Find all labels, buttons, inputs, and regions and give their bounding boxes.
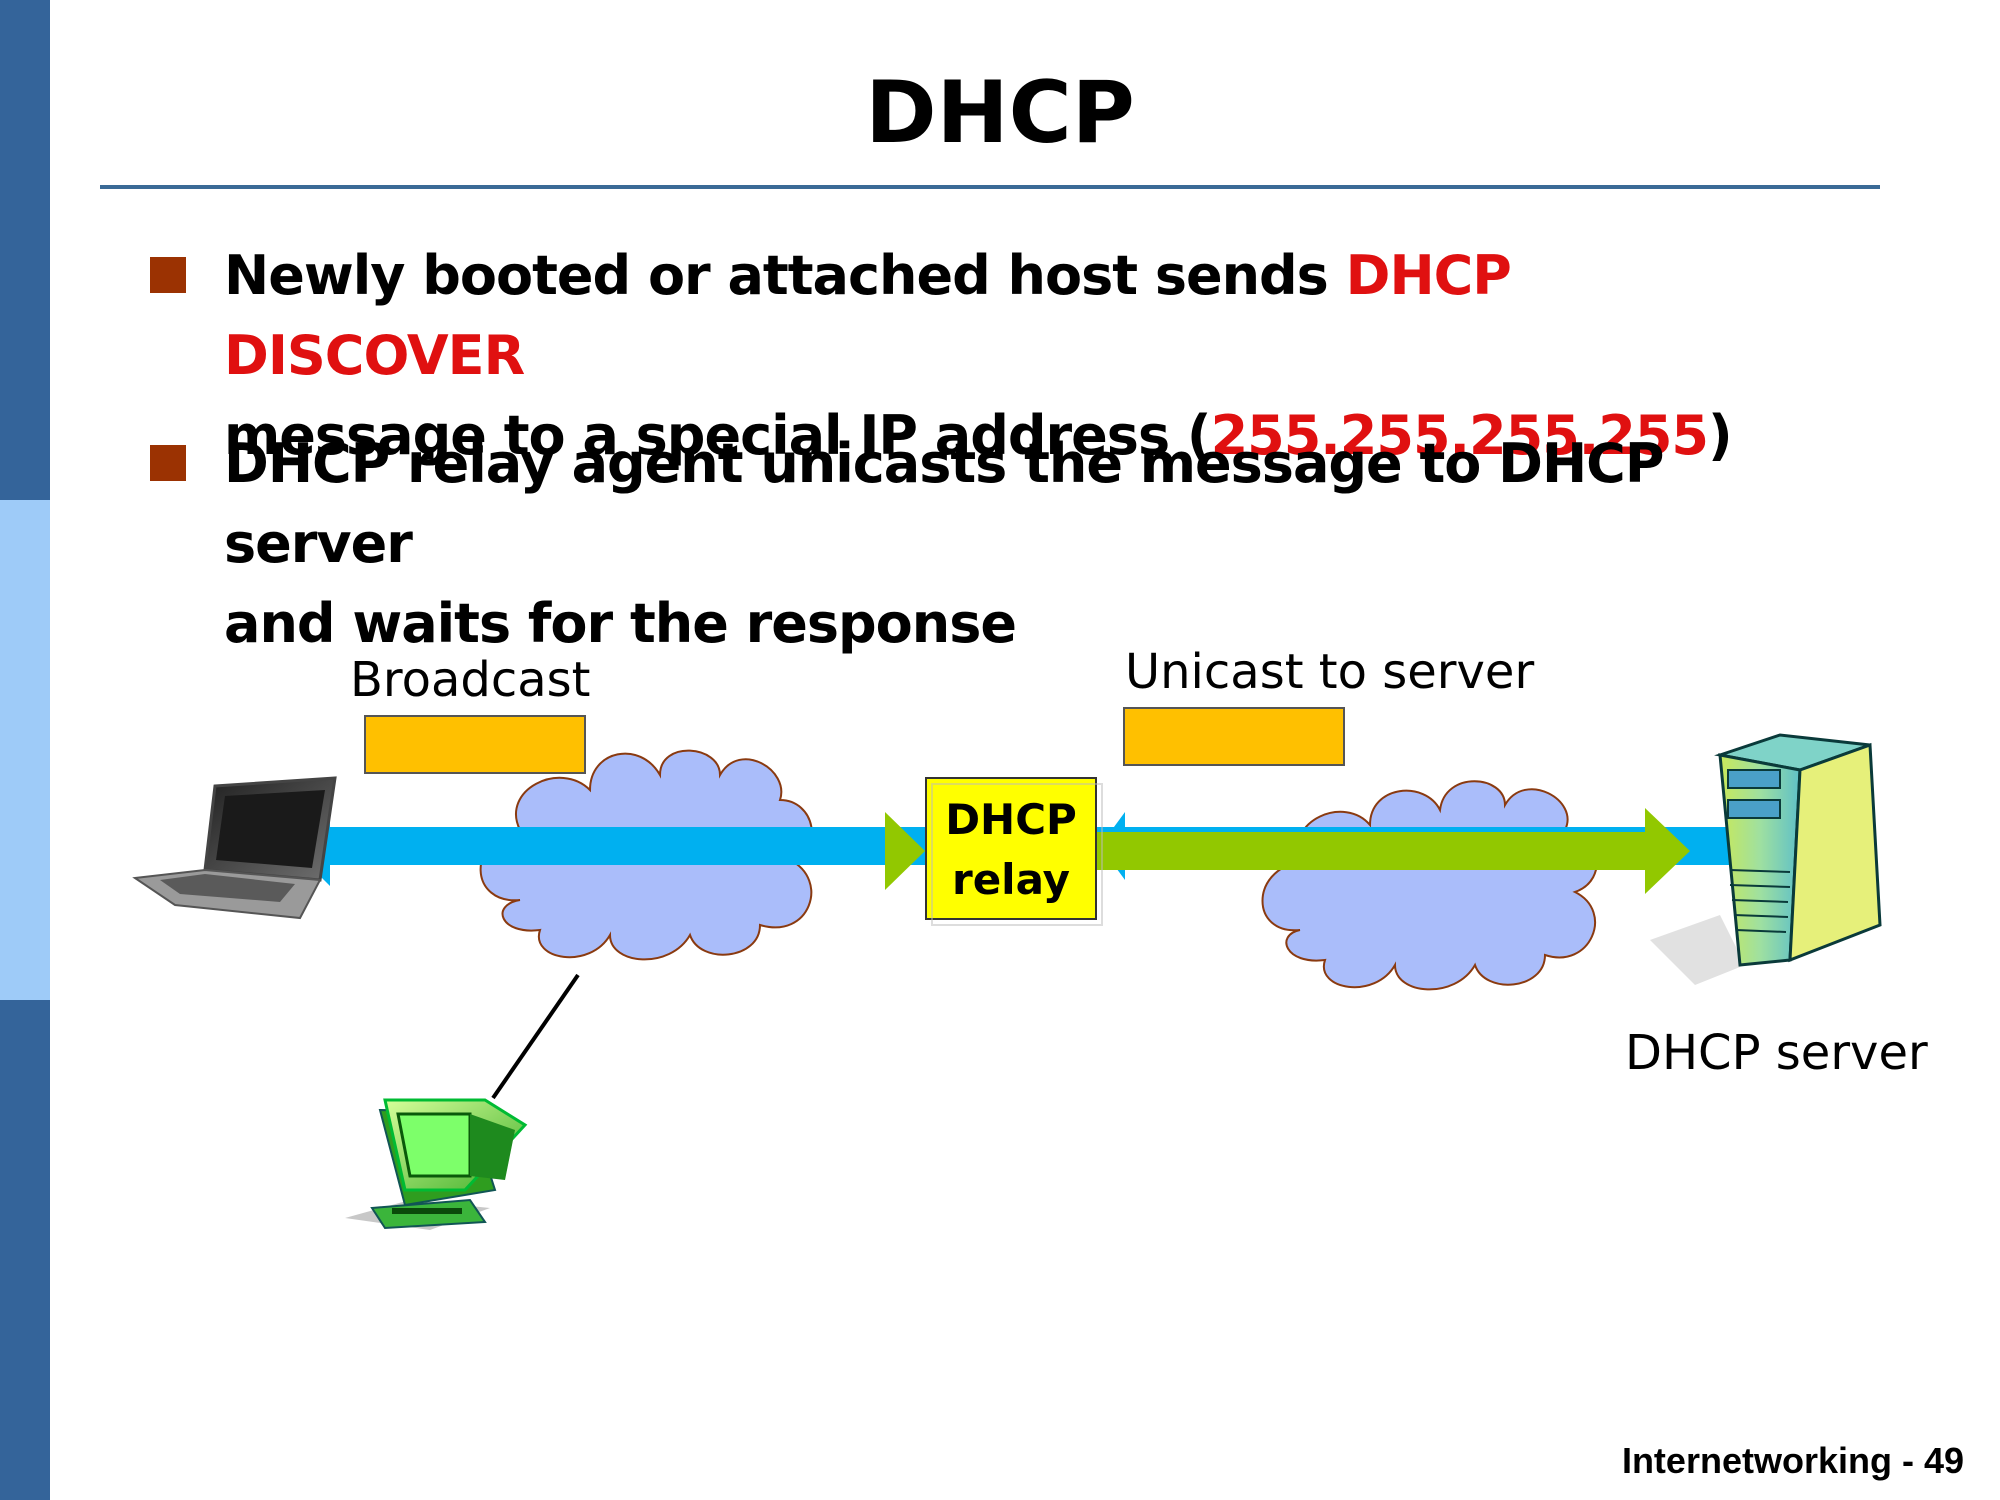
bullet-text-1: Newly booted or attached host sends DHCP… [224,236,1824,476]
bullet-1-ip-address: 255.255.255.255 [1210,404,1709,467]
bullet-marker [150,445,186,481]
dhcp-relay-label: DHCP relay [926,790,1096,910]
bullet-1-line2-close: ) [1708,404,1733,467]
title-divider [100,185,1880,189]
dhcp-server-label: DHCP server [1625,1025,1928,1081]
sidebar-segment-top [0,0,50,500]
sidebar-segment-middle [0,500,50,1000]
relay-line-1: DHCP [945,795,1077,844]
bullet-marker [150,257,186,293]
cloud-icon [1261,780,1598,991]
unicast-arrow [885,808,1690,894]
dhcp-relay-box [925,777,1097,920]
slide-title: DHCP [865,63,1135,163]
broadcast-label: Broadcast [350,652,591,708]
bullet-1-text: Newly booted or attached host sends [224,244,1346,307]
sidebar-segment-bottom [0,1000,50,1500]
bullet-2-line1: DHCP relay agent unicasts the message to… [224,432,1664,575]
unicast-packet [1123,707,1345,766]
bullet-text-2: DHCP relay agent unicasts the message to… [224,424,1824,664]
server-icon [1650,733,1882,985]
relay-line-2: relay [951,855,1071,904]
sidebar-accent [0,0,50,1500]
bullet-2-line2: and waits for the response [224,592,1017,655]
bullet-1-highlight: DHCP DISCOVER [224,244,1512,387]
unicast-label: Unicast to server [1125,644,1535,700]
desktop-computer-icon [345,1098,528,1230]
slide-footer: Internetworking - 49 [1621,1440,1964,1481]
bullet-1-line2-text: message to a special IP address ( [224,404,1212,467]
broadcast-packet [364,715,586,774]
link-line [491,973,580,1100]
laptop-icon [132,776,337,920]
